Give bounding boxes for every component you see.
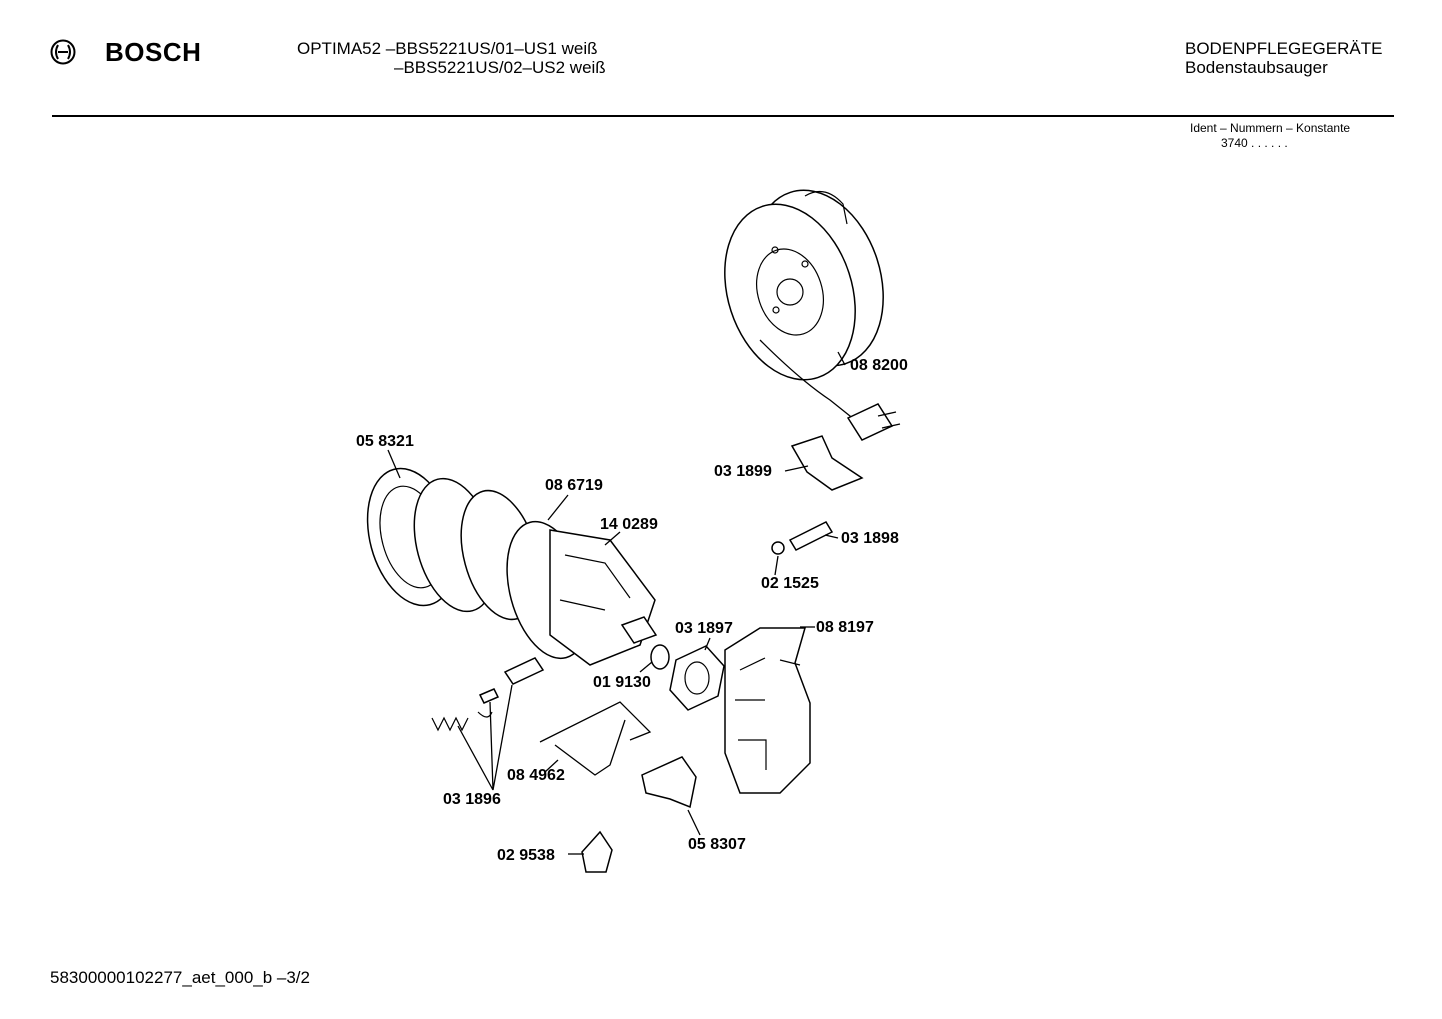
brushes-031896-drawing [431, 657, 545, 732]
part-label-088197: 08 8197 [816, 619, 874, 636]
frame-088197-drawing [724, 627, 811, 794]
clip-029538-drawing [581, 830, 613, 873]
part-label-029538: 02 9538 [497, 847, 555, 864]
part-label-021525: 02 1525 [761, 575, 819, 592]
document-id: 58300000102277_aet_000_b –3/2 [50, 968, 310, 987]
hex-031897-drawing [669, 645, 725, 711]
ident-value: 3740 . . . . . . [1221, 136, 1288, 150]
part-label-019130: 01 9130 [593, 674, 651, 691]
bracket-031899-drawing [790, 435, 864, 491]
nut-021525-drawing [771, 541, 785, 555]
header-divider [52, 115, 1394, 117]
model-line-2: –BBS5221US/02–US2 weiß [394, 58, 606, 77]
cable-reel-drawing [724, 189, 901, 441]
part-label-031898: 03 1898 [841, 530, 899, 547]
part-label-031896: 03 1896 [443, 791, 501, 808]
brand-name: BOSCH [105, 37, 202, 67]
clip-031898-drawing [788, 521, 834, 551]
washer-019130-drawing [650, 644, 670, 670]
category-title: BODENPFLEGEGERÄTE [1185, 39, 1383, 58]
spring-084962-drawing [539, 701, 652, 776]
part-label-031899: 03 1899 [714, 463, 772, 480]
part-label-086719: 08 6719 [545, 477, 603, 494]
bosch-armature-logo-icon [50, 39, 76, 65]
part-label-058307: 05 8307 [688, 836, 746, 853]
part-label-140289: 14 0289 [600, 516, 658, 533]
part-label-058321: 05 8321 [356, 433, 414, 450]
terminal-058307-drawing [641, 756, 697, 809]
subcategory-title: Bodenstaubsauger [1185, 58, 1328, 77]
leader-lines [387, 351, 846, 855]
model-line-1: OPTIMA52 –BBS5221US/01–US1 weiß [297, 39, 598, 58]
motor-drawing [366, 467, 658, 666]
part-label-088200: 08 8200 [850, 357, 908, 374]
part-label-031897: 03 1897 [675, 620, 733, 637]
part-label-084962: 08 4962 [507, 767, 565, 784]
ident-label: Ident – Nummern – Konstante [1190, 121, 1351, 135]
